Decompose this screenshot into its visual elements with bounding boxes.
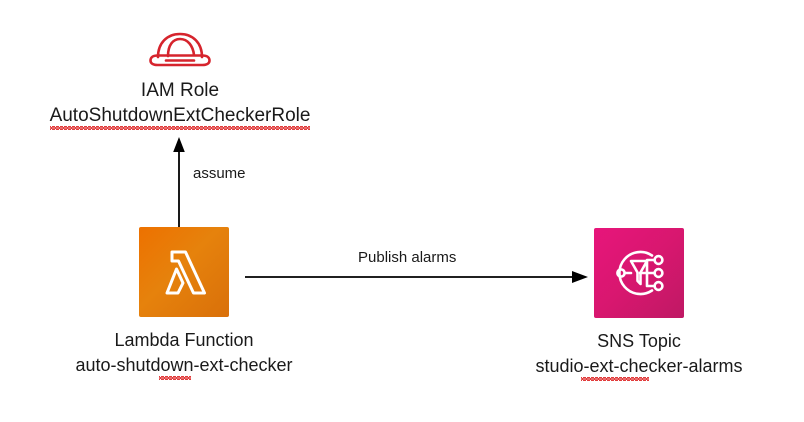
sns-topic-label: SNS Topic studio-ext-checker-alarms (535, 329, 743, 381)
node-lambda-function[interactable]: Lambda Function auto-shutdown-ext-checke… (59, 227, 309, 380)
assume-arrow (173, 137, 185, 228)
sns-topic-title: SNS Topic (597, 331, 681, 351)
spellcheck-underline (581, 377, 650, 381)
spellcheck-underline (159, 376, 192, 380)
sns-topic-name: studio-ext-checker-alarms (535, 354, 743, 381)
lambda-function-label: Lambda Function auto-shutdown-ext-checke… (75, 328, 293, 380)
lambda-function-title: Lambda Function (114, 330, 254, 350)
iam-role-hardhat-icon (144, 22, 216, 70)
publish-alarms-arrow (245, 271, 588, 283)
lambda-function-name: auto-shutdown-ext-checker (75, 353, 293, 380)
node-iam-role[interactable]: IAM Role AutoShutdownExtCheckerRole (28, 22, 332, 130)
iam-role-title: IAM Role (140, 80, 220, 101)
iam-role-name: AutoShutdownExtCheckerRole (49, 105, 311, 130)
publish-alarms-edge-label: Publish alarms (358, 249, 457, 266)
aws-lambda-icon (139, 227, 229, 317)
iam-role-label: IAM Role AutoShutdownExtCheckerRole (49, 78, 311, 130)
aws-sns-icon (594, 228, 684, 318)
assume-edge-label: assume (193, 165, 246, 182)
node-sns-topic[interactable]: SNS Topic studio-ext-checker-alarms (514, 228, 764, 381)
